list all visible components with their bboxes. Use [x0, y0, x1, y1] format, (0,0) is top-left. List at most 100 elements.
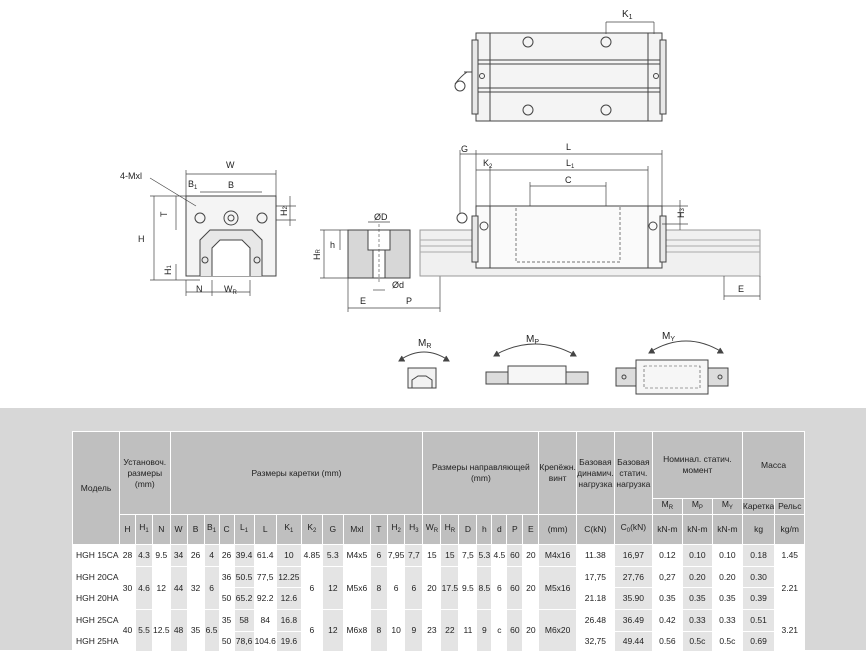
cell: 0.35: [651, 587, 683, 610]
cell: 32,75: [575, 631, 615, 652]
cell: 0.35: [681, 587, 713, 610]
col-h: H: [119, 514, 136, 545]
col-k2: K2: [300, 514, 323, 545]
col-l: L: [253, 514, 277, 545]
cell: 32: [186, 566, 205, 610]
row-model: HGH 25HA: [72, 631, 120, 652]
cell: 0.56: [651, 631, 683, 652]
cell: 39.4: [233, 544, 255, 567]
cell: M6x20: [538, 609, 577, 652]
dim-w: W: [226, 160, 235, 170]
cell: 26: [218, 544, 235, 567]
dim-l1: L1: [566, 158, 575, 170]
unit-mp: kN-m: [681, 514, 713, 545]
cell: 15: [440, 544, 460, 567]
cell: 20: [522, 609, 540, 652]
cell: 12.5: [152, 609, 171, 652]
dim-hr: HR: [312, 249, 322, 261]
dim-e: E: [360, 296, 366, 306]
unit-mr: kN-m: [651, 514, 683, 545]
cell: 60: [506, 544, 524, 567]
cell: 78,6: [233, 631, 255, 652]
col-stat-unit: C0(kN): [613, 514, 653, 545]
cell: 7,7: [404, 544, 424, 567]
cell: 8: [369, 566, 388, 610]
cell: 60: [506, 566, 524, 610]
cell: 44: [169, 566, 188, 610]
cell: 12: [321, 566, 344, 610]
col-g: G: [321, 514, 344, 545]
rail-section: [320, 221, 441, 312]
cell: 19.6: [275, 631, 302, 652]
dim-wr: WR: [224, 284, 238, 296]
cell: 0.33: [711, 609, 743, 632]
cell: 0.10: [711, 544, 743, 567]
cell: 2.21: [774, 566, 806, 610]
dim-p: P: [406, 296, 412, 306]
top-view: [454, 21, 667, 122]
cell: 0.5c: [711, 631, 743, 652]
cell: 58: [233, 609, 255, 632]
cell: 92.2: [253, 587, 277, 610]
cell: 48: [169, 609, 188, 652]
cell: 6: [491, 566, 508, 610]
cell: 0.35: [711, 587, 743, 610]
cell: 20: [522, 566, 540, 610]
col-hr: HR: [440, 514, 460, 545]
cell: 12: [321, 609, 344, 652]
col-h1: H1: [135, 514, 153, 545]
cell: 0.5c: [681, 631, 713, 652]
cell: 0.39: [741, 587, 776, 610]
cell: 50: [218, 587, 235, 610]
cell: 28: [119, 544, 136, 567]
col-d-big: D: [458, 514, 478, 545]
cell: 5.3: [321, 544, 344, 567]
col-b1: B1: [203, 514, 220, 545]
cell: M6x8: [342, 609, 371, 652]
cell: 4.6: [135, 566, 153, 610]
cell: 12.6: [275, 587, 302, 610]
col-h2: H2: [386, 514, 406, 545]
cell: 17,75: [575, 566, 615, 588]
cell: 0.42: [651, 609, 683, 632]
cell: 4.85: [300, 544, 323, 567]
cell: 0.20: [681, 566, 713, 588]
dim-h2: H2: [279, 206, 289, 217]
cell: 5.3: [476, 544, 493, 567]
cell: 6: [300, 609, 323, 652]
col-c: C: [218, 514, 235, 545]
cell: 50: [218, 631, 235, 652]
cell: 17.5: [440, 566, 460, 610]
cell: 4.5: [491, 544, 508, 567]
cell: 35.90: [613, 587, 653, 610]
hdr-mass-car: Каретка: [741, 498, 776, 515]
hdr-stat: Базовая статич. нагрузка: [613, 431, 653, 515]
hdr-rail: Размеры направляющей (mm): [422, 431, 540, 515]
dim-g: G: [461, 144, 468, 154]
col-l1: L1: [233, 514, 255, 545]
col-wr: WR: [422, 514, 442, 545]
dim-mxl: 4-Mxl: [120, 171, 142, 181]
cell: 6.5: [203, 609, 220, 652]
col-h3: H3: [404, 514, 424, 545]
dim-t: T: [159, 211, 169, 217]
cell: 22: [440, 609, 460, 652]
row-model: HGH 15CA: [72, 544, 120, 567]
dim-phi-d-big: ØD: [374, 212, 388, 222]
hdr-mass-rail: Рельс: [774, 498, 806, 515]
cell: 0.18: [741, 544, 776, 567]
col-p: P: [506, 514, 524, 545]
cell: 10: [275, 544, 302, 567]
dim-k2: K2: [483, 158, 493, 170]
dim-h: H: [138, 234, 145, 244]
front-view: [149, 170, 296, 296]
dim-c: C: [565, 175, 572, 185]
cell: 16.8: [275, 609, 302, 632]
hdr-install: Установоч. размеры (mm): [119, 431, 171, 515]
cell: M4x5: [342, 544, 371, 567]
cell: 60: [506, 609, 524, 652]
table-row: HGH 25HA 50 78,6 104.6 19.6 32,75 49.44 …: [72, 631, 805, 652]
col-h-small: h: [476, 514, 493, 545]
cell: c: [491, 609, 508, 652]
row-model: HGH 20CA: [72, 566, 120, 588]
